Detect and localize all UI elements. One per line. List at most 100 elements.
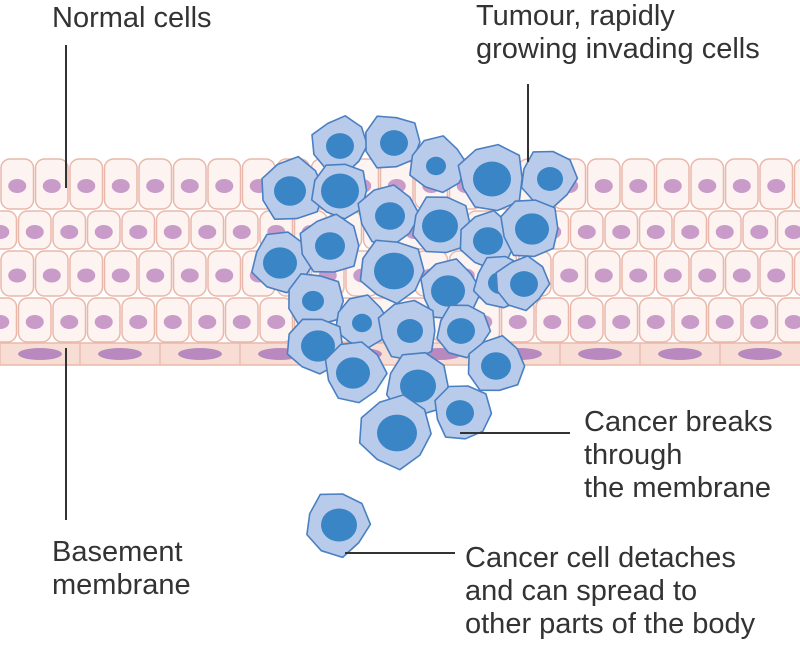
cancer-cell-nucleus: [321, 173, 359, 209]
normal-cell-nucleus: [715, 315, 734, 329]
label-line: Basement: [52, 536, 183, 568]
normal-cell-nucleus: [612, 315, 631, 329]
normal-cell: [793, 158, 800, 210]
cancer-cell-nucleus: [426, 156, 446, 176]
normal-cell-nucleus: [232, 225, 251, 239]
normal-cell-nucleus: [25, 315, 44, 329]
normal-cell-nucleus: [508, 315, 527, 329]
normal-cell-nucleus: [8, 179, 27, 193]
normal-cell-nucleus: [163, 315, 182, 329]
normal-cell-nucleus: [629, 268, 648, 283]
normal-cell-nucleus: [767, 268, 786, 283]
normal-cell-nucleus: [94, 315, 113, 329]
cancer-cell-nucleus: [380, 130, 408, 156]
normal-cell-nucleus: [60, 225, 79, 239]
cancer-cell-nucleus: [446, 400, 474, 426]
normal-cell-nucleus: [594, 179, 613, 193]
normal-cell-nucleus: [180, 179, 199, 193]
cancer-cell-nucleus: [302, 290, 324, 312]
label-cell-detaches: Cancer cell detaches and can spread to o…: [465, 542, 755, 641]
label-basement-membrane: Basement membrane: [52, 536, 191, 602]
normal-cell-nucleus: [767, 179, 786, 193]
normal-cell-nucleus: [25, 225, 44, 239]
normal-cell-nucleus: [594, 268, 613, 283]
cancer-cell-nucleus: [315, 232, 345, 260]
normal-cell-nucleus: [681, 225, 700, 239]
normal-cell-nucleus: [111, 268, 130, 283]
cancer-cell-nucleus: [336, 357, 370, 389]
label-breaks-through: Cancer breaks through the membrane: [584, 406, 773, 505]
label-line: Normal cells: [52, 2, 212, 34]
cancer-cell-nucleus: [321, 508, 357, 542]
membrane-cell-nucleus: [738, 348, 782, 360]
normal-cell-nucleus: [129, 315, 148, 329]
cancer-cell-nucleus: [352, 313, 372, 333]
cancer-cell-nucleus: [397, 319, 423, 343]
normal-cell-nucleus: [60, 315, 79, 329]
cancer-cell-nucleus: [400, 369, 436, 403]
cancer-cell-nucleus: [510, 271, 538, 297]
tumour-cell-mass: [251, 115, 579, 471]
cancer-cell-nucleus: [473, 227, 503, 255]
normal-cell-nucleus: [715, 225, 734, 239]
cancer-cell-nucleus: [263, 247, 297, 279]
cancer-cell-nucleus: [301, 330, 335, 362]
label-line: Cancer cell detaches: [465, 542, 736, 574]
label-line: through: [584, 439, 683, 471]
normal-cell-nucleus: [198, 225, 217, 239]
label-line: Tumour, rapidly: [476, 0, 675, 32]
normal-cell-nucleus: [8, 268, 27, 283]
normal-cell-nucleus: [129, 225, 148, 239]
normal-cell-nucleus: [42, 179, 61, 193]
normal-cell-nucleus: [732, 179, 751, 193]
normal-cell-nucleus: [146, 179, 165, 193]
cancer-cell-nucleus: [274, 176, 306, 206]
cancer-cell-nucleus: [431, 275, 465, 307]
label-line: growing invading cells: [476, 33, 760, 65]
cancer-cell-nucleus: [447, 318, 475, 344]
membrane-cell-nucleus: [658, 348, 702, 360]
normal-cell-nucleus: [198, 315, 217, 329]
normal-cell-nucleus: [663, 268, 682, 283]
normal-cell-nucleus: [42, 268, 61, 283]
normal-cell-nucleus: [560, 268, 579, 283]
cancer-cell-nucleus: [515, 213, 549, 245]
cancer-cell-nucleus: [326, 133, 354, 159]
detached-cancer-cell: [306, 493, 372, 559]
normal-cell-nucleus: [577, 315, 596, 329]
normal-cell-nucleus: [163, 225, 182, 239]
normal-cell-nucleus: [681, 315, 700, 329]
normal-cell-nucleus: [146, 268, 165, 283]
normal-cell-nucleus: [180, 268, 199, 283]
membrane-cell-nucleus: [98, 348, 142, 360]
label-tumour: Tumour, rapidly growing invading cells: [476, 0, 760, 66]
normal-cell-nucleus: [698, 179, 717, 193]
normal-cell: [793, 250, 800, 297]
normal-cell-nucleus: [784, 315, 800, 329]
label-line: other parts of the body: [465, 608, 756, 640]
label-normal-cells: Normal cells: [52, 2, 212, 35]
membrane-cell-nucleus: [578, 348, 622, 360]
label-line: membrane: [52, 569, 191, 601]
normal-cell-nucleus: [232, 315, 251, 329]
normal-cell-nucleus: [77, 179, 96, 193]
normal-cell-nucleus: [111, 179, 130, 193]
normal-cell-nucleus: [577, 225, 596, 239]
normal-cell-nucleus: [732, 268, 751, 283]
normal-cell-nucleus: [0, 225, 10, 239]
cancer-cell-nucleus: [377, 414, 417, 452]
normal-cell-nucleus: [215, 179, 234, 193]
normal-cell-nucleus: [784, 225, 800, 239]
normal-cell-nucleus: [698, 268, 717, 283]
normal-cell-nucleus: [215, 268, 234, 283]
label-line: and can spread to: [465, 575, 698, 607]
label-line: Cancer breaks: [584, 406, 773, 438]
cancer-cell-nucleus: [481, 352, 511, 380]
cancer-cell-nucleus: [374, 252, 414, 290]
membrane-cell-nucleus: [178, 348, 222, 360]
membrane-cell-nucleus: [18, 348, 62, 360]
leader-lines: [65, 45, 570, 554]
normal-cell-nucleus: [663, 179, 682, 193]
